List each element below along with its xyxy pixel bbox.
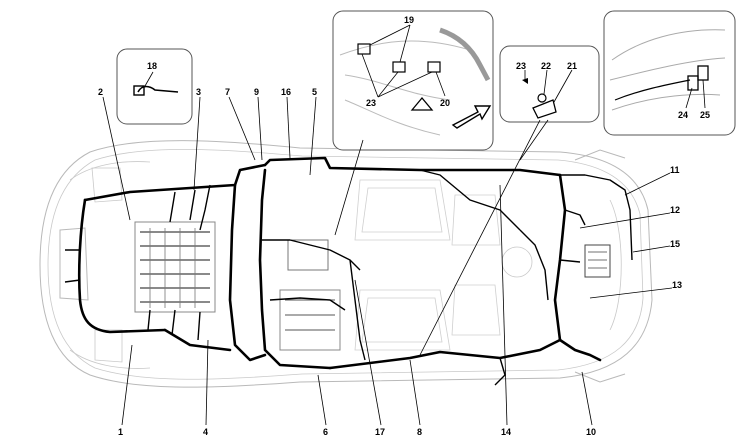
inset-clip-18	[116, 48, 193, 125]
callout-15: 15	[670, 239, 680, 249]
callout-24: 24	[678, 110, 688, 120]
callout-23-inset-front: 23	[366, 98, 376, 108]
callout-9: 9	[254, 87, 259, 97]
inset-door-clips	[603, 10, 736, 136]
seats	[354, 179, 501, 351]
callout-16: 16	[281, 87, 291, 97]
callout-labels: 1 2 3 4 5 6 7 8 9 10 11 12 13 14 15 16 1…	[98, 15, 710, 437]
inset-connector-21-23	[499, 45, 600, 123]
car-body-outline	[39, 140, 653, 388]
engine-block	[134, 221, 341, 351]
callout-17: 17	[375, 427, 385, 437]
callout-5: 5	[312, 87, 317, 97]
callout-20: 20	[440, 98, 450, 108]
callout-18: 18	[147, 61, 157, 71]
callout-4: 4	[203, 427, 208, 437]
callout-23-inset-connector: 23	[516, 61, 526, 71]
direction-arrow	[451, 105, 492, 129]
callout-25: 25	[700, 110, 710, 120]
callout-21: 21	[567, 61, 577, 71]
callout-3: 3	[196, 87, 201, 97]
leader-lines	[102, 24, 706, 426]
callout-7: 7	[225, 87, 230, 97]
callout-14: 14	[501, 427, 511, 437]
callout-1: 1	[118, 427, 123, 437]
callout-19: 19	[404, 15, 414, 25]
callout-6: 6	[323, 427, 328, 437]
callout-22: 22	[541, 61, 551, 71]
callout-8: 8	[417, 427, 422, 437]
wiring-harness	[64, 156, 633, 386]
callout-11: 11	[670, 165, 680, 175]
callout-10: 10	[586, 427, 596, 437]
callout-12: 12	[670, 205, 680, 215]
callout-2: 2	[98, 87, 103, 97]
callout-13: 13	[672, 280, 682, 290]
